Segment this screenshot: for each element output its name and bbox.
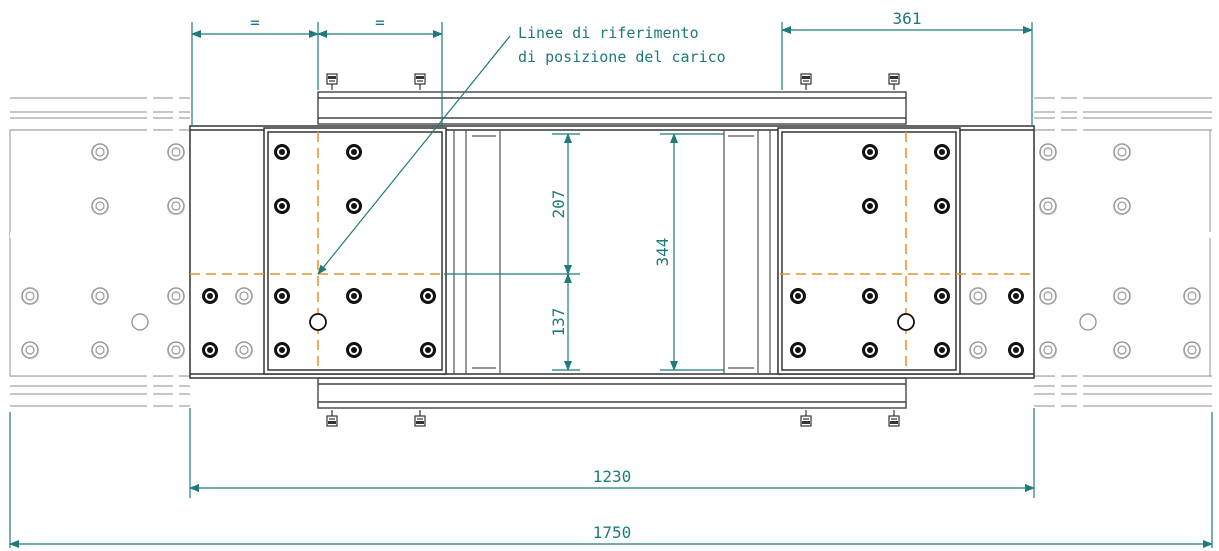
crossbar-top xyxy=(317,91,907,125)
plate-bolts xyxy=(202,144,1024,358)
clamps-top xyxy=(326,73,900,91)
dimension-lines xyxy=(9,22,1213,548)
plate-right xyxy=(777,127,961,375)
annotation-line-2: di posizione del carico xyxy=(518,48,726,66)
crossbar-bottom xyxy=(317,377,907,409)
break-marks xyxy=(10,96,1212,408)
dim-1230: 1230 xyxy=(593,467,632,486)
plate-left xyxy=(263,127,447,375)
dim-207: 207 xyxy=(549,190,568,219)
dim-equal-right: = xyxy=(375,13,385,32)
rail-bolts xyxy=(21,143,1201,359)
dim-equal-left: = xyxy=(250,13,260,32)
dim-1750: 1750 xyxy=(593,523,632,542)
dim-344: 344 xyxy=(653,238,672,267)
dim-137: 137 xyxy=(549,308,568,337)
clamps-bottom xyxy=(326,409,900,427)
annotation-line-1: Linee di riferimento xyxy=(518,24,699,42)
dim-361: 361 xyxy=(893,9,922,28)
